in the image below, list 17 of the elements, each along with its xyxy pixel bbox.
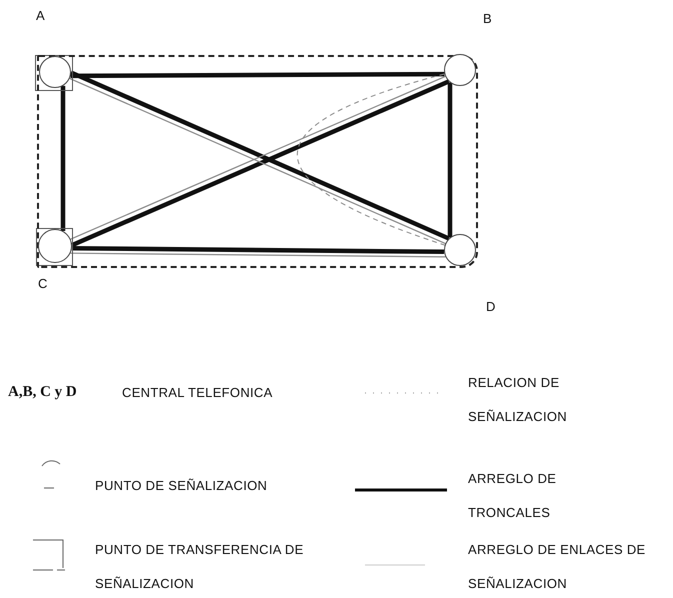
exchange-label: A	[36, 9, 45, 22]
signaling-line	[296, 74, 446, 246]
legend-text: RELACION DE SEÑALIZACION	[468, 374, 568, 426]
exchange-label: C	[38, 277, 48, 290]
legend-text: ARREGLO DE TRONCALES	[468, 470, 558, 522]
legend-key: A,B, C y D	[8, 384, 77, 401]
trunk-line	[448, 82, 452, 238]
legend-text: PUNTO DE TRANSFERENCIA DE SEÑALIZACION	[95, 541, 305, 593]
signaling-line	[70, 252, 446, 258]
legend-text: PUNTO DE SEÑALIZACION	[95, 477, 268, 495]
trunk-line	[72, 246, 444, 254]
trunk-line	[60, 86, 66, 231]
legend-text: CENTRAL TELEFONICA	[122, 384, 274, 402]
exchange-label: B	[483, 12, 492, 25]
legend-text: ARREGLO DE ENLACES DE SEÑALIZACION	[468, 541, 647, 593]
exchange-label: D	[486, 300, 496, 313]
trunk-line	[70, 72, 445, 78]
